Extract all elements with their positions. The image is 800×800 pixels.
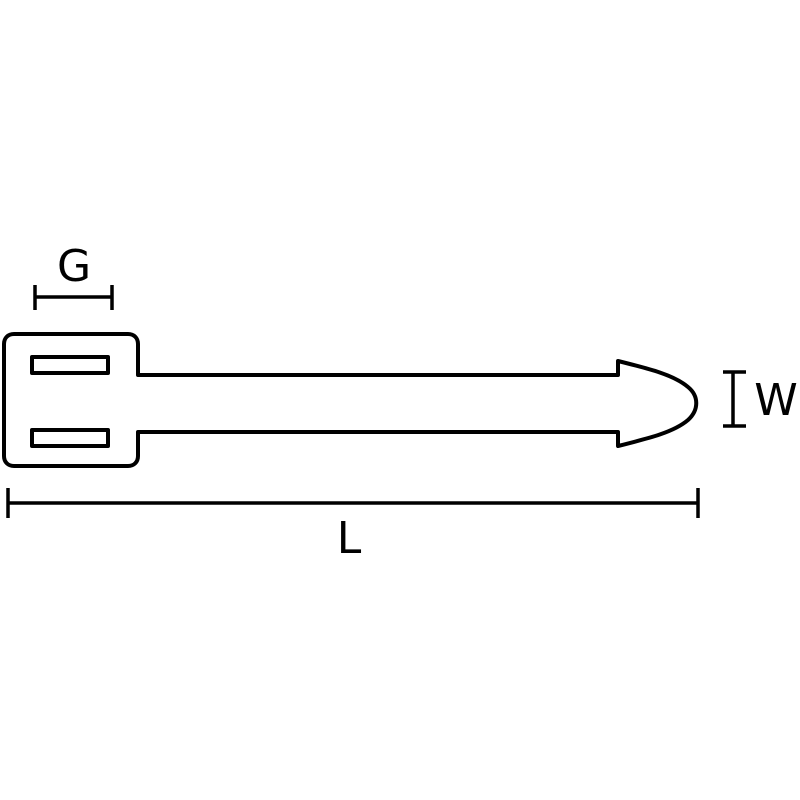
dimension-l [6, 488, 700, 518]
dimension-w [723, 370, 746, 428]
dimension-w-label: W [754, 375, 798, 426]
head-slot-top [30, 355, 110, 375]
head-slot-bottom [30, 428, 110, 448]
dimension-l-label: L [337, 513, 362, 564]
dimension-g [33, 285, 114, 310]
dimension-g-label: G [57, 241, 91, 292]
cable-tie-outline [2, 332, 699, 468]
